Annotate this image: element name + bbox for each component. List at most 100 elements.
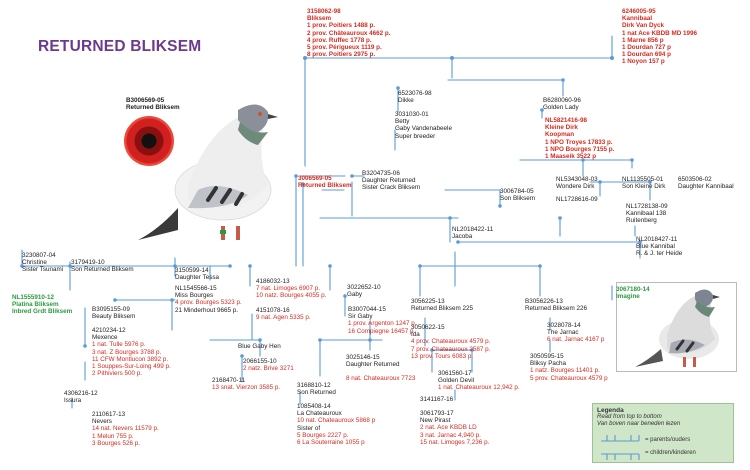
son-returned2-ring: 3168810-12 <box>297 382 331 389</box>
node-miss-bourges: NL1545566-15 Miss Bourges 4 prov. Bourge… <box>175 285 242 314</box>
main-pigeon-ring: B3006569-05 <box>126 97 165 104</box>
jarnac-result: 6 nat. Jarnac 4167 p <box>547 336 605 344</box>
wondere-dirk-name: Wondere Dirk <box>556 183 595 191</box>
nevers-result: 1 Melun 755 p. <box>92 432 134 440</box>
sir-gaby-name: Sir Gaby <box>348 313 373 321</box>
ida-ring: 3050622-15 <box>411 324 445 331</box>
issura-name: Issura <box>64 397 82 405</box>
r4186032-result: 7 nat. Limoges 6907 p. <box>256 285 321 293</box>
mexence-result: 1 nat. Tulle 5976 p. <box>92 341 146 349</box>
blue-gaby-hen-name: Blue Gaby Hen <box>238 343 281 350</box>
la-chateauroux-result: 6 La Souterraine 1055 p <box>297 439 365 447</box>
tessa-ring: 3150599-14 <box>175 267 209 274</box>
ida-result: 7 prov. Chateauroux 2587 p. <box>411 345 491 353</box>
betty-ring: 3031030-01 <box>395 111 429 118</box>
jarnac-name: The Jarnac <box>547 329 579 337</box>
node-son-returned-2: 3168810-12 Son Returned <box>297 382 336 396</box>
legend-line2: Van boven naar beneden lezen <box>597 421 681 428</box>
ring-label: NL1728616-09 <box>556 196 598 203</box>
main-pigeon-photo <box>118 90 288 250</box>
new-pirast-result: 15 nat. Limoges 7,236 p. <box>420 438 490 446</box>
bliksem-ring: 3158062-98 <box>307 8 341 15</box>
legend-children: = children/kinderen <box>645 450 696 456</box>
node-4151078: 4151078-16 9 nat. Agen 5335 p. <box>256 307 311 321</box>
node-new-pirast: 3061793-17 New Pirast 2 nat. Ace KBDB LD… <box>420 410 489 446</box>
node-ida: 3050622-15 Ida 4 prov. Chateauroux 4579 … <box>411 324 490 360</box>
node-son-kleine-dirk: NL1135505-01 Son Kleine Dirk <box>622 176 665 190</box>
mexence-result: 3 nat. Z Bourges 3788 p. <box>92 348 162 356</box>
legend-line1: Read from top to bottom <box>597 414 662 421</box>
christine-sub: Sister Tsunami <box>22 266 64 274</box>
dau-returned2-result: 8 nat. Chateauroux 7723 <box>346 375 416 383</box>
jacoba-name: Jacoba <box>452 233 473 241</box>
son-kleine-dirk-ring: NL1135505-01 <box>622 176 664 183</box>
bliksem-result: 1 prov. Poitiers 1488 p. <box>307 22 376 30</box>
bliksy-result: 5 prov. Chateauroux 4579 p <box>530 374 608 382</box>
kleine-dirk-ring: NL5821416-98 <box>545 117 588 124</box>
kleine-dirk-result: 1 NPO Troyes 17833 p. <box>545 138 613 146</box>
node-sir-gaby: B3007044-15 Sir Gaby 1 prov. Argenton 12… <box>348 306 417 335</box>
kannibaal-result: 1 Dourdan 694 p <box>622 51 671 59</box>
platina-name: Platina Bliksem <box>12 301 59 309</box>
node-platina: NL1555910-12 Platina Bliksem Inbred Grdt… <box>12 294 72 316</box>
son-kleine-dirk-name: Son Kleine Dirk <box>622 183 666 191</box>
son-returned-name: Son Returned Bliksem <box>71 266 134 274</box>
sir-gaby-result: 1 prov. Argenton 1247 p. <box>348 320 417 328</box>
kannibaal-breeder: Dirk Van Dyck <box>622 22 665 30</box>
node-wondere-dirk: NL5343048-03 Wondere Dirk <box>556 176 598 190</box>
imagine-ring: 3067180-14 <box>616 286 650 293</box>
main-pigeon-name: Returned Bliksem <box>126 104 180 112</box>
dau-returned2-name: Daughter Returned <box>346 361 400 369</box>
node-la-chateauroux: 1085408-14 La Chateauroux 10 nat. Chatea… <box>297 403 375 446</box>
tessa-name: Daughter Tessa <box>175 274 219 282</box>
node-daughter-returned: B3204735-06 Daughter Returned Sister Cra… <box>362 170 420 192</box>
miss-bourges-name: Miss Bourges <box>175 292 214 300</box>
blue-kannibal-sub: R. & J. ter Heide <box>636 250 683 258</box>
ida-result: 4 prov. Chateauroux 4579 p. <box>411 338 491 346</box>
node-returned-226: B3056226-13 Returned Bliksem 226 <box>525 298 587 312</box>
dau-returned-ring: B3204735-06 <box>362 170 400 177</box>
miss-bourges-result: 4 prov. Bourges 5323 p. <box>175 299 242 307</box>
node-3141167: 3141167-16 <box>420 396 453 403</box>
r4186032-ring: 4186032-13 <box>256 278 290 285</box>
r4186032-result: 10 natz. Bourges 4055 p. <box>256 292 327 300</box>
kleine-dirk-result: 1 NPO Bourges 7155 p. <box>545 145 615 153</box>
kleine-dirk-name: Kleine Dirk <box>545 124 578 132</box>
bliksem-result: 5 prov. Périgueux 1119 p. <box>307 44 382 52</box>
la-chateauroux-result: 10 nat. Chateauroux 5868 p <box>297 417 376 425</box>
son-bliksem-name: Son Bliksem <box>500 195 535 203</box>
dau-kannibaal-name: Daughter Kannibaal <box>678 183 734 191</box>
kannibaal-ring: 6246005-95 <box>622 8 656 15</box>
node-betty: 3031030-01 Betty Gaby Vandenabeele Super… <box>395 111 452 140</box>
jarnac-ring: 3028078-14 <box>547 322 581 329</box>
golden-lady-name: Golden Lady <box>543 104 579 112</box>
legend-box: Legenda Read from top to bottom Van bove… <box>592 403 734 463</box>
mexence-result: 2 Pithiviers 500 p. <box>92 370 143 378</box>
node-blue-kannibal: NL2018427-11 Blue Kannibal R. & J. ter H… <box>636 236 682 258</box>
node-2066155: 2066155-10 2 natz. Brive 3271 <box>243 358 294 372</box>
golden-devil-result: 1 nat. Chateauroux 12,942 p. <box>438 384 520 392</box>
mexence-name: Mexence <box>92 334 118 342</box>
bliksem-name: Bliksem <box>307 15 332 23</box>
mexence-result: 11 CFW Montlucon 3892 p. <box>92 355 169 363</box>
kannibaal-result: 1 nat Ace KBDB MD 1996 <box>622 29 698 37</box>
la-chateauroux-ring: 1085408-14 <box>297 403 331 410</box>
node-kannibaal: 6246005-95 Kannibaal Dirk Van Dyck 1 nat… <box>622 8 697 66</box>
jacoba-ring: NL2018422-11 <box>452 226 494 233</box>
golden-lady-ring: B6280060-96 <box>543 97 581 104</box>
kannibaal-result: 1 Noyon 157 p <box>622 58 665 66</box>
node-golden-lady: B6280060-96 Golden Lady <box>543 97 581 111</box>
platina-ring: NL1555910-12 <box>12 294 55 301</box>
node-returned-bliksem: 3006569-05 Returned Bliksem <box>298 175 352 189</box>
sir-gaby-ring: B3007044-15 <box>348 306 386 313</box>
new-pirast-ring: 3061793-17 <box>420 410 454 417</box>
new-pirast-result: 3 nat. Jarnac 4,940 p. <box>420 431 481 439</box>
golden-devil-name: Golden Devil <box>438 377 475 385</box>
betty-line: Super breeder <box>395 132 436 140</box>
kleine-dirk-sub: Koopman <box>545 131 575 139</box>
kannibaal-138-ring: NL1728138-09 <box>626 203 668 210</box>
node-tessa: 3150599-14 Daughter Tessa <box>175 267 219 281</box>
kannibaal-result: 1 Marne 856 p <box>622 36 664 44</box>
la-chateauroux-sub: Sister of <box>297 424 321 432</box>
